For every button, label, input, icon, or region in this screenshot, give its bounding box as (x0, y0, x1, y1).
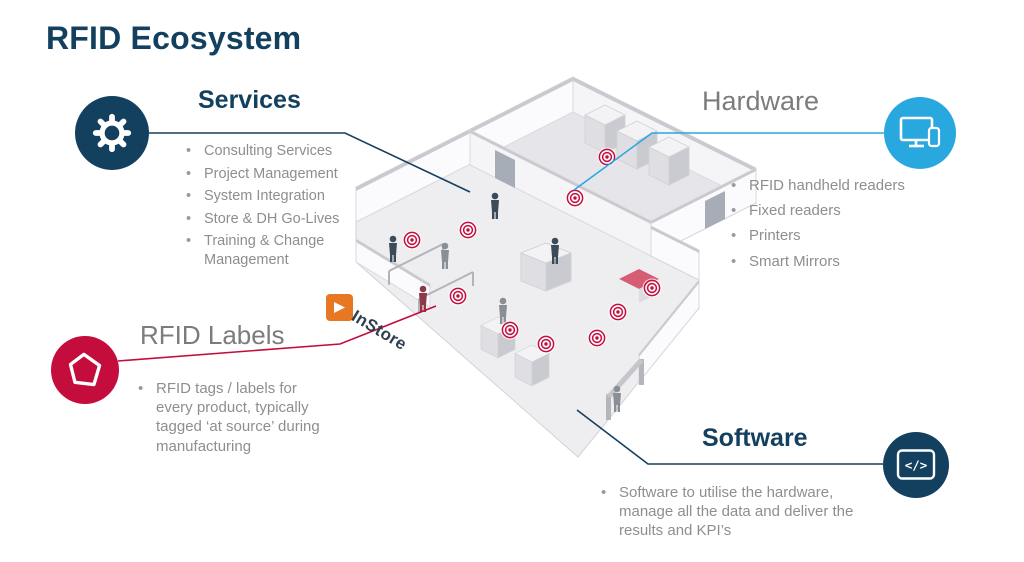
software-heading: Software (702, 424, 808, 452)
shopper-figure (613, 385, 621, 412)
gear-icon (92, 113, 132, 153)
bullet-item: Printers (727, 226, 952, 245)
bullet-item: Consulting Services (182, 142, 360, 161)
rfid-labels-heading: RFID Labels (140, 320, 285, 350)
logo-fold-icon (334, 302, 345, 313)
rfid-signal-icon (587, 328, 607, 348)
bullet-item: Software to utilise the hardware, manage… (597, 483, 869, 541)
checkout-counter (520, 242, 572, 292)
rfid-signal-icon (608, 302, 628, 322)
bullet-item: System Integration (182, 187, 360, 206)
interior-door (495, 150, 515, 188)
hardware-badge (884, 97, 956, 169)
hardware-bullet-list: RFID handheld readers Fixed readers Prin… (727, 176, 952, 277)
bullet-item: Store & DH Go-Lives (182, 210, 360, 229)
svg-text:</>: </> (905, 458, 928, 473)
staff-figure (551, 237, 559, 264)
tag-icon (68, 352, 102, 387)
shoppers (389, 192, 621, 412)
rfid-signal-icon (597, 147, 617, 167)
shopper-figure (499, 297, 507, 324)
software-bullet-list: Software to utilise the hardware, manage… (597, 483, 869, 541)
bullet-item: RFID tags / labels for every product, ty… (134, 379, 336, 456)
shopper-figure (491, 192, 499, 219)
bullet-item: Project Management (182, 165, 360, 184)
services-bullet-list: Consulting Services Project Management S… (182, 142, 360, 273)
bullet-item: Training & Change Management (182, 232, 360, 269)
services-badge (75, 96, 149, 170)
rfid-labels-bullet-list: RFID tags / labels for every product, ty… (134, 379, 336, 456)
software-badge: </> (883, 432, 949, 498)
code-icon: </> (896, 449, 936, 480)
bullet-item: Smart Mirrors (727, 252, 952, 271)
rfid-signal-icon (536, 334, 556, 354)
page-title: RFID Ecosystem (46, 20, 302, 56)
monitor-icon (899, 116, 941, 148)
rfid-signal-icon (565, 188, 585, 208)
rfid-signal-icons (402, 147, 662, 354)
rfid-signal-icon (642, 278, 662, 298)
rfid-labels-badge (51, 336, 119, 404)
hardware-heading: Hardware (702, 86, 820, 116)
store-illustration (355, 76, 758, 458)
shopper-figure (441, 242, 449, 269)
services-heading: Services (198, 86, 301, 114)
rfid-signal-icon (458, 220, 478, 240)
rfid-signal-icon (500, 320, 520, 340)
bullet-item: RFID handheld readers (727, 176, 952, 195)
rfid-signal-icon (448, 286, 468, 306)
shopper-figure (389, 235, 397, 262)
rfid-signal-icon (402, 230, 422, 250)
bullet-item: Fixed readers (727, 201, 952, 220)
backroom-door (705, 191, 725, 229)
instore-logo-mark (326, 294, 353, 321)
